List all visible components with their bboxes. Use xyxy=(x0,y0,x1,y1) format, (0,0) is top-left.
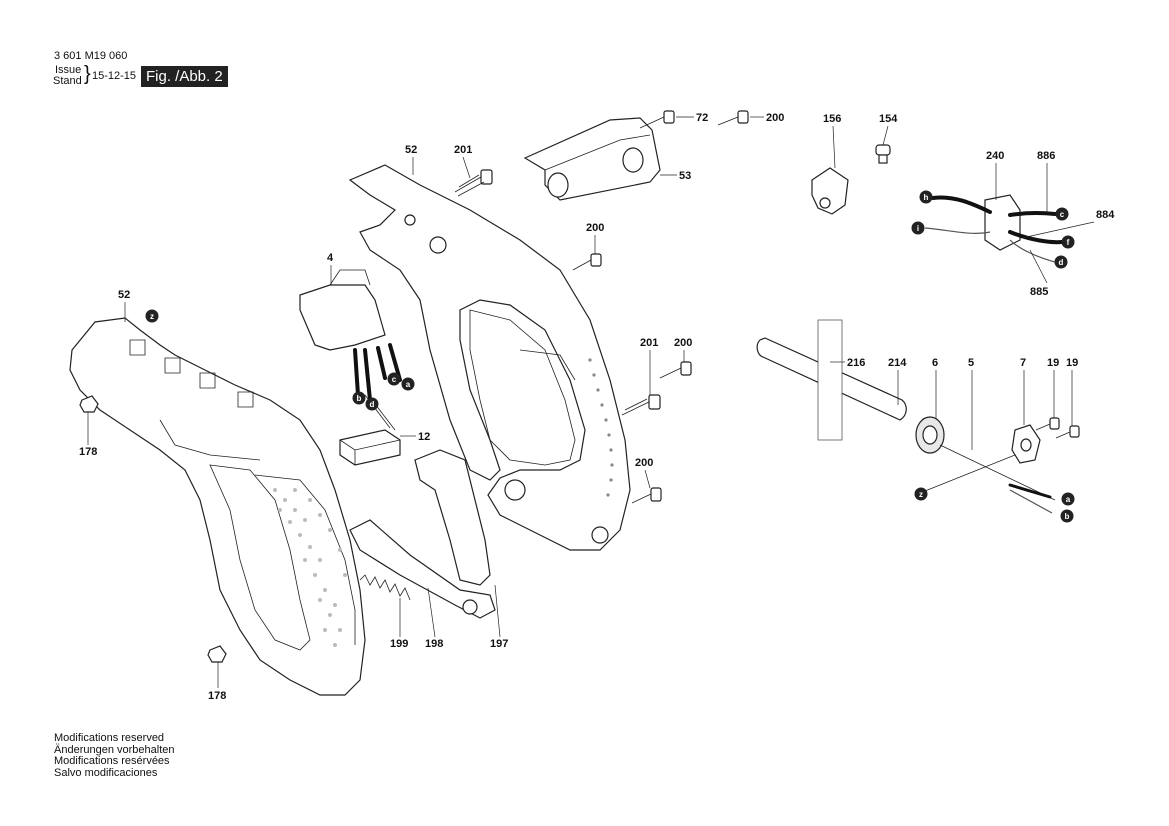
label-4: 4 xyxy=(327,252,334,264)
svg-text:b: b xyxy=(357,394,362,403)
screw-201-top xyxy=(454,169,493,197)
issue-date: 15-12-15 xyxy=(92,70,137,82)
part-number: 3 601 M19 060 xyxy=(54,50,128,62)
top-cover-53 xyxy=(523,117,661,201)
label-885: 885 xyxy=(1030,286,1048,298)
svg-text:b: b xyxy=(1065,512,1070,521)
cable-5 xyxy=(939,444,1056,514)
label-197: 197 xyxy=(490,638,508,650)
marker-a-cable: a xyxy=(1061,492,1075,506)
label-200-top: 200 xyxy=(766,112,784,124)
screw-72 xyxy=(639,110,675,129)
footer-line-de: Änderungen vorbehalten xyxy=(54,743,175,756)
svg-text:i: i xyxy=(917,224,919,233)
label-240: 240 xyxy=(986,150,1004,162)
footer-line-fr: Modifications resérvées xyxy=(54,755,170,767)
label-200-bottom: 200 xyxy=(635,457,653,469)
screw-200-bottom xyxy=(631,487,662,504)
marker-c-switch240: c xyxy=(1055,207,1069,221)
label-200-right: 200 xyxy=(674,337,692,349)
marker-h: h xyxy=(919,190,933,204)
capacitor-12 xyxy=(339,429,401,466)
marker-a-switch: a xyxy=(401,377,415,391)
screw-200-top xyxy=(717,110,749,126)
label-178-top: 178 xyxy=(79,446,97,458)
screw-200-right xyxy=(659,361,692,379)
marker-i: i xyxy=(911,221,925,235)
screw-19-b xyxy=(1055,425,1080,439)
label-52-left: 52 xyxy=(118,289,130,301)
label-884: 884 xyxy=(1096,209,1115,221)
issue-label: Issue xyxy=(55,64,82,76)
svg-text:f: f xyxy=(1067,238,1070,247)
label-886: 886 xyxy=(1037,150,1055,162)
screw-201-right xyxy=(621,394,661,416)
label-53: 53 xyxy=(679,170,691,182)
stand-label: Stand xyxy=(53,75,82,87)
svg-text:a: a xyxy=(1066,495,1071,504)
label-200-mid: 200 xyxy=(586,222,604,234)
marker-c-switch: c xyxy=(387,372,401,386)
marker-b-cable: b xyxy=(1060,509,1074,523)
cable-clamp-156 xyxy=(811,167,849,215)
marker-f: f xyxy=(1061,235,1075,249)
handle-shell-right xyxy=(348,164,631,551)
marker-b-switch: b xyxy=(352,391,366,405)
svg-text:c: c xyxy=(392,375,397,384)
footer-line-en: Modifications reserved xyxy=(54,732,165,744)
leader-lines xyxy=(87,116,1095,688)
label-5: 5 xyxy=(968,357,974,369)
marker-z-cable: z xyxy=(914,487,928,501)
nut-178-bottom xyxy=(207,645,227,663)
screw-200-mid xyxy=(572,253,602,271)
label-214: 214 xyxy=(888,357,907,369)
nut-178-top xyxy=(79,395,99,413)
lever-198 xyxy=(349,519,496,619)
trigger-switch-4 xyxy=(299,269,402,431)
label-19-a: 19 xyxy=(1047,357,1059,369)
label-199: 199 xyxy=(390,638,408,650)
trigger-197 xyxy=(414,449,491,586)
label-216: 216 xyxy=(847,357,865,369)
marker-z-left: z xyxy=(145,309,159,323)
label-52-right: 52 xyxy=(405,144,417,156)
screw-19-a xyxy=(1035,417,1060,431)
switch-240 xyxy=(924,194,1064,263)
svg-text:z: z xyxy=(150,312,154,321)
label-198: 198 xyxy=(425,638,443,650)
screw-154 xyxy=(875,144,891,164)
svg-text:a: a xyxy=(406,380,411,389)
spring-199 xyxy=(359,574,411,601)
svg-text:d: d xyxy=(1059,258,1064,267)
strain-relief-7 xyxy=(1011,424,1041,464)
label-156: 156 xyxy=(823,113,841,125)
label-201-top: 201 xyxy=(454,144,472,156)
svg-text:z: z xyxy=(919,490,923,499)
svg-text:c: c xyxy=(1060,210,1065,219)
label-12: 12 xyxy=(418,431,430,443)
label-72: 72 xyxy=(696,112,708,124)
label-6: 6 xyxy=(932,357,938,369)
marker-d-switch240: d xyxy=(1054,255,1068,269)
handle-shell-left xyxy=(69,317,366,696)
label-178-bottom: 178 xyxy=(208,690,226,702)
marker-d-switch: d xyxy=(365,397,379,411)
issue-brace: } xyxy=(84,63,91,85)
label-154: 154 xyxy=(879,113,898,125)
figure-badge: Fig. /Abb. 2 xyxy=(141,66,228,87)
svg-text:d: d xyxy=(370,400,375,409)
footer-line-es: Salvo modificaciones xyxy=(54,766,158,779)
svg-text:h: h xyxy=(924,193,929,202)
label-7: 7 xyxy=(1020,357,1026,369)
cable-holder-panel xyxy=(817,319,843,441)
label-201-right: 201 xyxy=(640,337,658,349)
grommet-6 xyxy=(915,416,945,454)
footer-notice: Modifications reserved Änderungen vorbeh… xyxy=(54,732,175,779)
label-19-b: 19 xyxy=(1066,357,1078,369)
